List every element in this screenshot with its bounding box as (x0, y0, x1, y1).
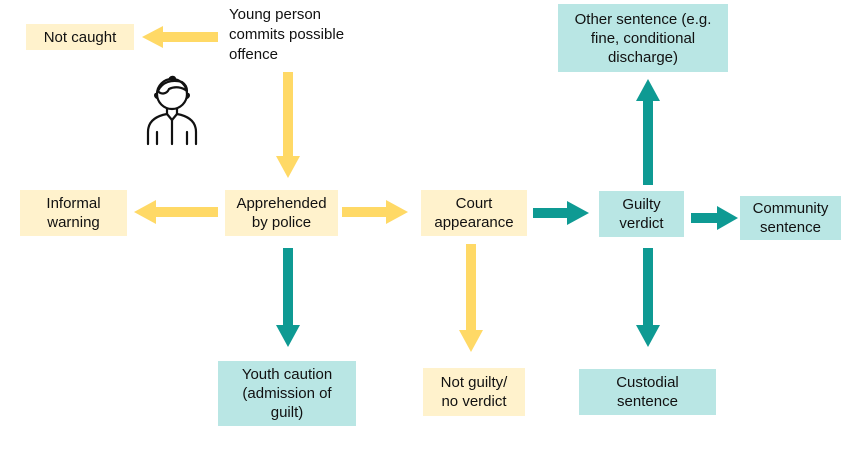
arrow-start-to-not-caught (142, 26, 218, 48)
arrow-guilty-to-community (691, 206, 738, 230)
arrow-guilty-to-custodial (636, 248, 660, 347)
start-node: Young person commits possible offence (229, 6, 345, 63)
guilty-node: Guilty verdict (599, 191, 684, 237)
arrow-apprehended-to-court (342, 200, 408, 224)
community-node: Community sentence (740, 196, 841, 240)
court-node: Court appearance (421, 190, 527, 236)
custodial-node: Custodial sentence (579, 369, 716, 415)
arrow-start-to-apprehended (276, 72, 300, 178)
young-person-icon (146, 75, 198, 146)
other-sentence-node: Other sentence (e.g. fine, conditional d… (558, 4, 728, 72)
not-caught-node: Not caught (26, 24, 134, 50)
arrow-apprehended-to-warning (134, 200, 218, 224)
arrow-court-to-not-guilty (459, 244, 483, 352)
apprehended-node: Apprehended by police (225, 190, 338, 236)
arrow-court-to-guilty (533, 201, 589, 225)
arrow-guilty-to-other (636, 79, 660, 185)
youth-caution-node: Youth caution (admission of guilt) (218, 361, 356, 426)
informal-warning-node: Informal warning (20, 190, 127, 236)
arrow-apprehended-to-caution (276, 248, 300, 347)
not-guilty-node: Not guilty/ no verdict (423, 368, 525, 416)
